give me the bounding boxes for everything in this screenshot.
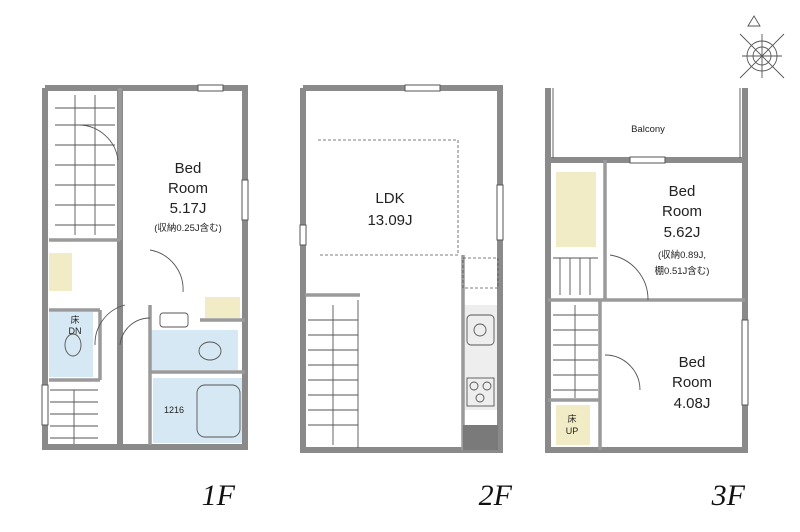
floor-up-mark-2: UP xyxy=(566,426,579,436)
room-name-line1: Bed xyxy=(679,354,706,371)
storage-area xyxy=(556,172,596,247)
floor-3f: Balcony Bed Room 5.62J (収納0.89J, 棚0.51J含… xyxy=(545,88,749,512)
floor-up-mark: 床 xyxy=(567,413,576,424)
room-note: (収納0.25J含む) xyxy=(154,222,222,234)
room-note-line1: (収納0.89J, xyxy=(658,249,706,261)
room-name-line2: Room xyxy=(168,180,208,197)
washroom-area xyxy=(150,330,238,370)
compass-north-icon xyxy=(739,15,785,79)
room-size: 13.09J xyxy=(367,212,412,229)
room-size: 5.17J xyxy=(170,200,207,217)
room-name-line2: Room xyxy=(672,374,712,391)
storage-area xyxy=(205,297,240,318)
floor-label: 1F xyxy=(202,479,236,512)
kitchen-counter xyxy=(463,305,498,410)
dark-column xyxy=(463,425,498,450)
room-size: 4.08J xyxy=(674,395,711,412)
room-name: LDK xyxy=(375,190,404,207)
entrance-grid xyxy=(55,95,119,235)
stairs-3f xyxy=(553,257,598,398)
room-name-line: Bed xyxy=(175,160,202,177)
floor-dn-mark-2: DN xyxy=(69,326,82,336)
floor-label: 2F xyxy=(479,479,513,512)
floor-2f: LDK 13.09J 2F xyxy=(299,84,513,512)
stairs-2f xyxy=(308,300,359,448)
room-name-label: Bed xyxy=(175,160,202,177)
storage-area xyxy=(49,253,72,291)
room-name-line2: Room xyxy=(662,203,702,220)
balcony-label: Balcony xyxy=(631,124,665,135)
bath-size-mark: 1216 xyxy=(164,405,184,415)
toilet-area xyxy=(49,312,93,377)
storage-area xyxy=(556,405,590,445)
floor-1f: Bed Room 5.17J (収納0.25J含む) 床 DN 1216 1F xyxy=(41,84,249,512)
floor-dn-mark: 床 xyxy=(70,314,79,325)
stairs-1f xyxy=(50,389,98,444)
room-size: 5.62J xyxy=(664,224,701,241)
room-note-line2: 棚0.51J含む) xyxy=(655,265,710,277)
room-name-line1: Bed xyxy=(669,183,696,200)
floor-label: 3F xyxy=(711,479,746,512)
